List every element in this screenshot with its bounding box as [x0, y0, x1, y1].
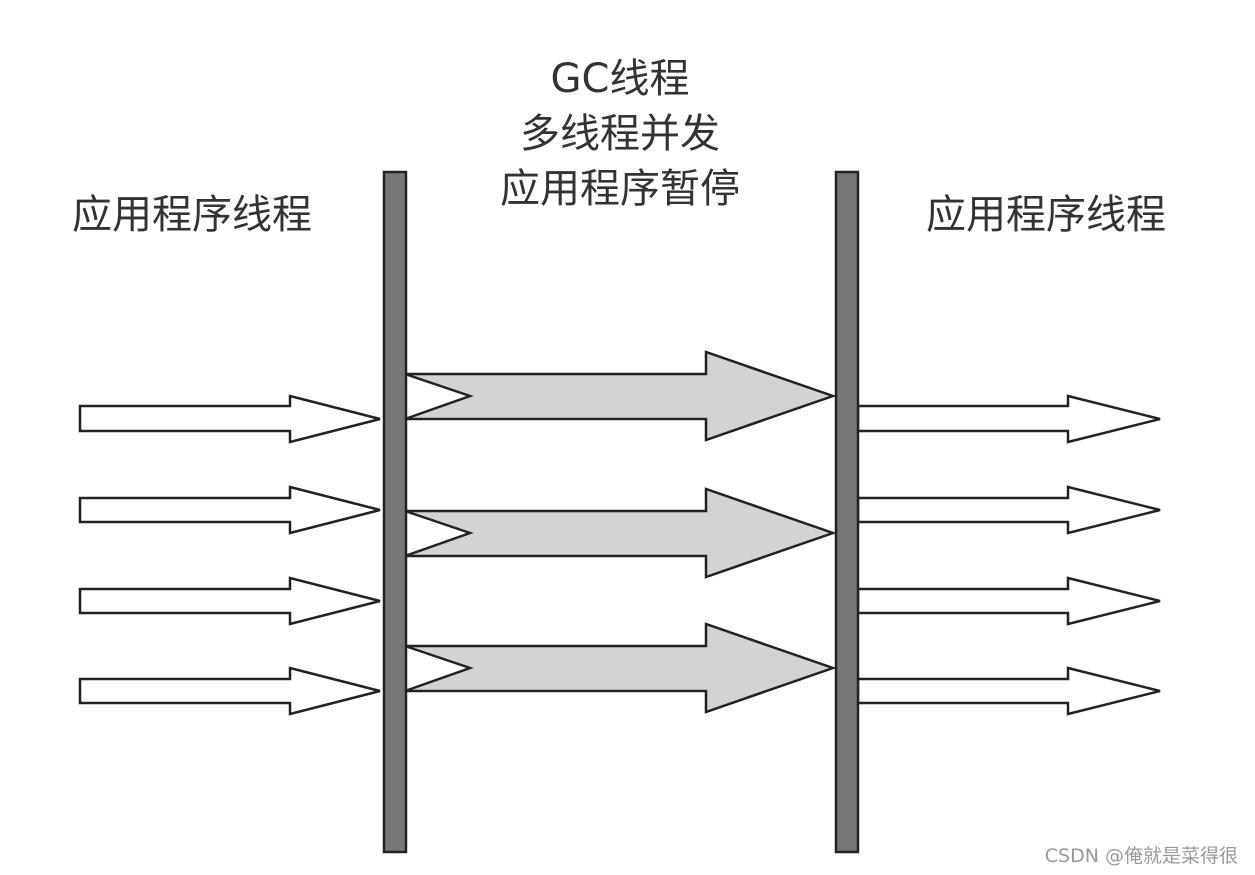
right-app-arrow-3 [856, 576, 1161, 626]
center-title-line-2: 多线程并发 [520, 111, 720, 157]
gc-thread-arrow-2 [404, 487, 837, 579]
right-app-arrow-2 [856, 485, 1161, 535]
left-title: 应用程序线程 [72, 192, 312, 238]
right-safepoint-bar [834, 170, 860, 854]
right-app-arrow-4 [856, 666, 1161, 716]
left-app-arrows [78, 394, 381, 716]
right-app-arrows [856, 394, 1161, 716]
center-title-line-1: GC线程 [551, 56, 690, 102]
left-app-arrow-3 [78, 576, 381, 626]
gc-thread-arrows [404, 350, 837, 714]
left-app-arrow-4 [78, 666, 381, 716]
gc-thread-arrow-1 [404, 350, 837, 442]
gc-thread-arrow-3 [404, 622, 837, 714]
right-title: 应用程序线程 [926, 192, 1166, 238]
watermark-text: CSDN @俺就是菜得很 [1045, 845, 1238, 867]
left-app-arrow-2 [78, 485, 381, 535]
right-app-arrow-1 [856, 394, 1161, 444]
left-safepoint-bar [382, 170, 408, 854]
center-title-line-3: 应用程序暂停 [500, 166, 740, 212]
left-app-arrow-1 [78, 394, 381, 444]
